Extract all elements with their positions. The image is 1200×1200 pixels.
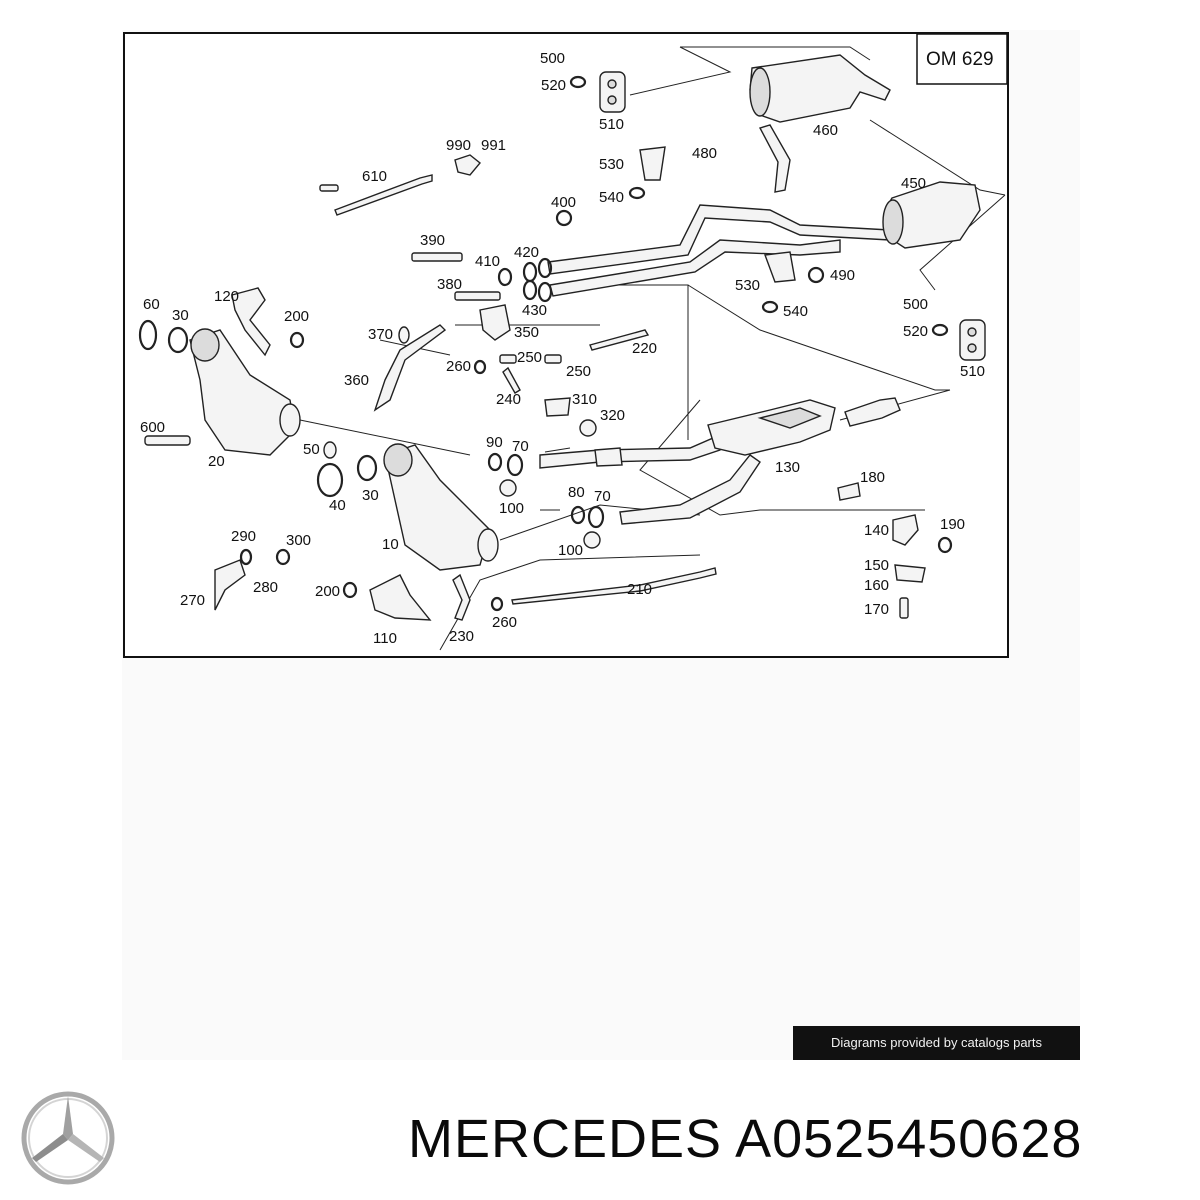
callout-label: 310 — [572, 391, 597, 408]
callout-label: 540 — [783, 303, 808, 320]
callout-label: 180 — [860, 469, 885, 486]
callout-label: 510 — [599, 116, 624, 133]
callout-label: 40 — [329, 497, 346, 514]
callout-label: 10 — [382, 536, 399, 553]
callout-label: 150 — [864, 557, 889, 574]
callout-label: 380 — [437, 276, 462, 293]
callout-label: 200 — [315, 583, 340, 600]
catalyst-20 — [189, 328, 301, 456]
callout-labels: 500 520 510 990 991 610 530 480 540 460 450 400 390 4… — [140, 50, 985, 647]
engine-box — [916, 33, 1008, 85]
brand-heading: MERCEDES A0525450628 — [408, 1108, 1082, 1170]
callout-label: 210 — [627, 581, 652, 598]
callout-label: 410 — [475, 253, 500, 270]
credit-banner: Diagrams provided by catalogs parts — [793, 1026, 1080, 1060]
callout-label: 250 — [517, 349, 542, 366]
callout-label: 130 — [775, 459, 800, 476]
callout-label: 240 — [496, 391, 521, 408]
callout-label: 100 — [499, 500, 524, 517]
callout-label: 480 — [692, 145, 717, 162]
callout-label: 260 — [492, 614, 517, 631]
callout-label: 500 — [540, 50, 565, 67]
callout-label: 990 — [446, 137, 471, 154]
rear-muffler — [749, 54, 891, 123]
callout-label: 270 — [180, 592, 205, 609]
callout-label: 530 — [735, 277, 760, 294]
callout-label: 200 — [284, 308, 309, 325]
callout-label: 360 — [344, 372, 369, 389]
middle-muffler — [882, 181, 981, 249]
mercedes-star-logo — [21, 1091, 115, 1185]
rings — [138, 75, 953, 612]
resonator — [707, 399, 836, 456]
callout-label: 260 — [446, 358, 471, 375]
callout-label: 400 — [551, 194, 576, 211]
callout-label: 430 — [522, 302, 547, 319]
callout-label: 30 — [362, 487, 379, 504]
callout-label: 500 — [903, 296, 928, 313]
callout-label: 490 — [830, 267, 855, 284]
callout-label: 110 — [373, 630, 397, 647]
callout-label: 80 — [568, 484, 585, 501]
callout-label: 280 — [253, 579, 278, 596]
callout-label: 300 — [286, 532, 311, 549]
callout-label: 450 — [901, 175, 926, 192]
callout-label: 190 — [940, 516, 965, 533]
callout-label: 120 — [214, 288, 239, 305]
catalyst-10 — [383, 443, 499, 571]
callout-label: 390 — [420, 232, 445, 249]
part-number: A0525450628 — [735, 1109, 1083, 1169]
callout-label: 220 — [632, 340, 657, 357]
callout-label: 140 — [864, 522, 889, 539]
pipes — [334, 124, 901, 605]
callout-label: 30 — [172, 307, 189, 324]
callout-label: 70 — [594, 488, 611, 505]
hangers — [599, 71, 986, 361]
callout-label: 600 — [140, 419, 165, 436]
brand-name: MERCEDES — [408, 1109, 723, 1169]
callout-label: 460 — [813, 122, 838, 139]
callout-label: 370 — [368, 326, 393, 343]
callout-label: 170 — [864, 601, 889, 618]
callout-label: 610 — [362, 168, 387, 185]
callout-label: 540 — [599, 189, 624, 206]
callout-label: 290 — [231, 528, 256, 545]
callout-label: 160 — [864, 577, 889, 594]
callout-label: 520 — [903, 323, 928, 340]
callout-label: 320 — [600, 407, 625, 424]
callout-label: 991 — [481, 137, 506, 154]
callout-label: 230 — [449, 628, 474, 645]
callout-label: 520 — [541, 77, 566, 94]
callout-label: 530 — [599, 156, 624, 173]
callout-label: 420 — [514, 244, 539, 261]
callout-label: 70 — [512, 438, 529, 455]
callout-label: 100 — [558, 542, 583, 559]
exhaust-diagram: OM 629 — [123, 32, 1009, 658]
callout-label: 90 — [486, 434, 503, 451]
callout-label: 350 — [514, 324, 539, 341]
callout-label: 60 — [143, 296, 160, 313]
callout-label: 250 — [566, 363, 591, 380]
small-parts — [144, 146, 926, 621]
diagram-frame — [123, 32, 1009, 658]
callout-label: 50 — [303, 441, 320, 458]
callout-label: 510 — [960, 363, 985, 380]
engine-label: OM 629 — [926, 49, 994, 70]
callout-label: 20 — [208, 453, 225, 470]
